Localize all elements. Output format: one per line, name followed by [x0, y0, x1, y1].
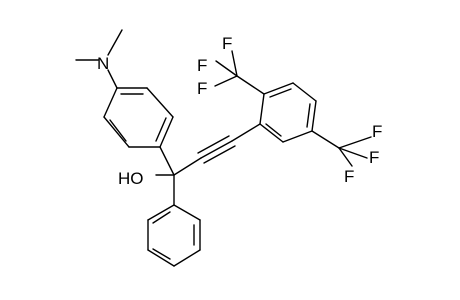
cf-bond	[215, 60, 238, 77]
ring-double-bond	[109, 119, 127, 142]
trifluoromethyl-group-upper	[214, 50, 265, 95]
alkyne-single-bond	[173, 157, 202, 176]
fluorine-label: F	[197, 56, 207, 75]
ring-double-bond	[306, 103, 311, 128]
cf-bond	[214, 75, 238, 87]
fluorine-label: F	[197, 79, 207, 98]
cf-bond	[338, 147, 353, 167]
amine-aryl-bond	[107, 69, 118, 89]
ring-bond	[259, 123, 284, 143]
ring-bond	[292, 82, 317, 102]
bis-trifluoromethylphenyl-ring	[259, 82, 317, 143]
ring-bond	[173, 204, 201, 221]
alkyne-aryl-bond	[231, 123, 261, 142]
carbinol-center	[155, 146, 175, 206]
ring-double-bond	[155, 117, 167, 142]
fluorine-label: F	[222, 34, 232, 53]
ring-bond	[282, 130, 313, 143]
hydroxyl-label: HO	[118, 169, 144, 188]
fluorine-label: F	[369, 148, 379, 167]
amine-nitrogen-label: N	[97, 54, 109, 73]
ring-bond	[259, 93, 265, 125]
ring-bond	[147, 204, 175, 221]
cf3-attach-bond	[236, 75, 265, 95]
cf3-attach-bond	[311, 130, 340, 149]
fluorine-label: F	[344, 167, 354, 186]
phenyl-ring	[147, 204, 201, 267]
ring-bond	[263, 82, 294, 95]
cf-bond	[338, 136, 372, 149]
ring-bond	[311, 100, 317, 132]
ring-bond	[147, 249, 175, 267]
ring-double-bond	[152, 248, 171, 260]
cf-bond	[231, 50, 238, 77]
aryl-carbinol-bond	[159, 146, 175, 176]
ring-bond	[173, 249, 201, 267]
dimethylamino-group	[75, 29, 123, 89]
fluorine-label: F	[372, 122, 382, 141]
cf-bond	[338, 147, 368, 159]
alkyne-triple-bond	[203, 145, 236, 164]
ring-double-bond	[152, 211, 171, 224]
ring-bond	[103, 87, 118, 118]
ring-bond	[159, 116, 174, 148]
trifluoromethyl-group-right	[311, 130, 372, 167]
ring-double-bond	[265, 123, 282, 137]
ring-bond	[146, 87, 174, 118]
alkyne-group	[173, 123, 261, 176]
dimethylaminophenyl-ring	[103, 87, 174, 148]
ring-bond	[103, 116, 130, 148]
alkyne-triple-bond	[200, 140, 233, 159]
ring-double-bond	[269, 88, 292, 98]
alkyne-triple-bond	[197, 135, 230, 154]
methyl-bond-upper	[107, 29, 123, 56]
